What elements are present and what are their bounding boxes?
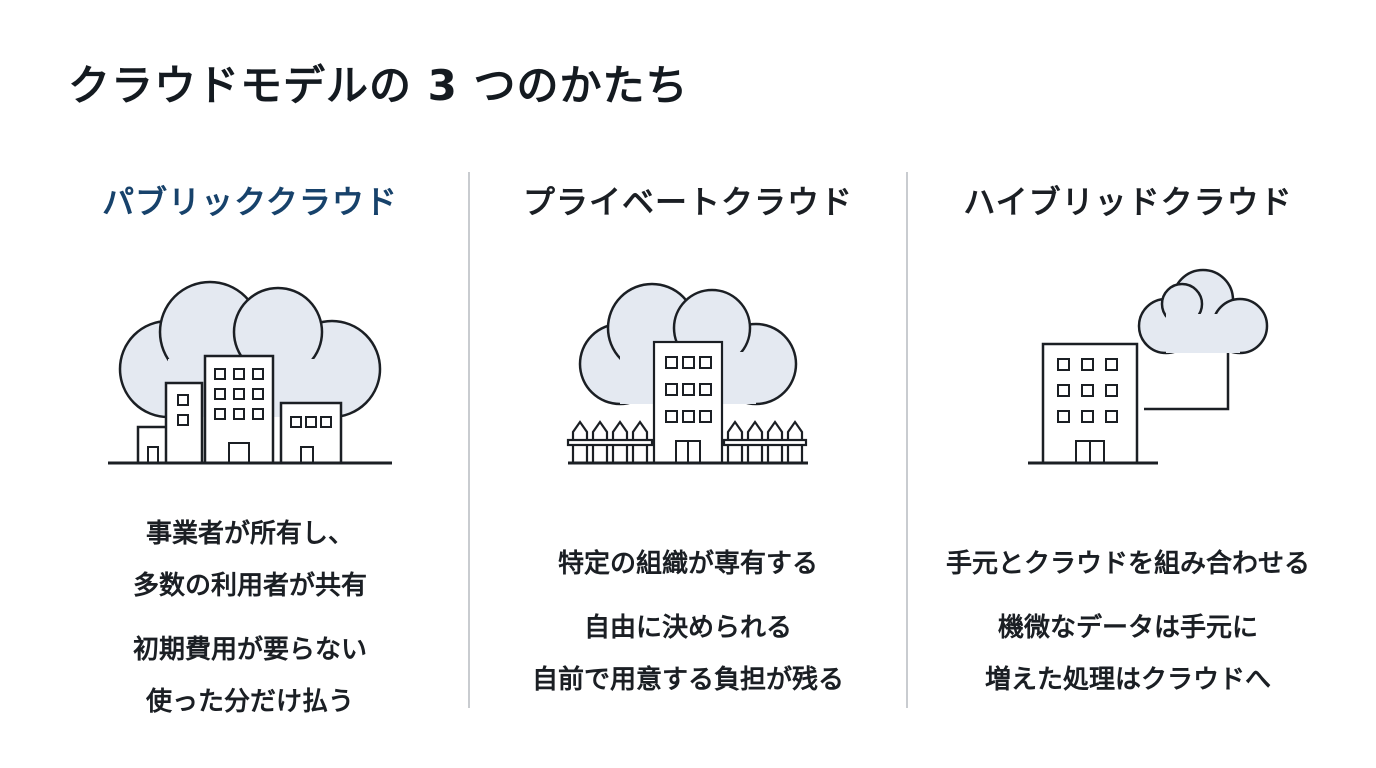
description-line: 多数の利用者が共有 [132, 571, 367, 601]
column-divider [468, 172, 470, 708]
fenced-building-cloud-icon [566, 282, 808, 465]
description-line: 機微なデータは手元に [997, 613, 1258, 643]
column-private-cloud: プライベートクラウド 特 [480, 170, 896, 730]
cloud-over-city-icon [108, 280, 392, 465]
description-line: 手元とクラウドを組み合わせる [945, 549, 1310, 579]
description-line: 自前で用意する負担が残る [531, 665, 844, 695]
column-divider [906, 172, 908, 708]
column-description: 手元とクラウドを組み合わせる 機微なデータは手元に 増えた処理はクラウドへ [918, 538, 1338, 706]
description-line: 自由に決められる [583, 613, 792, 643]
column-description: 事業者が所有し、 多数の利用者が共有 初期費用が要らない 使った分だけ払う [40, 508, 460, 728]
column-description: 特定の組織が専有する 自由に決められる 自前で用意する負担が残る [480, 538, 896, 706]
page-title: クラウドモデルの 3 つのかたち [68, 61, 689, 110]
column-title: ハイブリッドクラウド [963, 183, 1293, 221]
description-line: 使った分だけ払う [145, 687, 354, 717]
column-hybrid-cloud: ハイブリッドクラウド 手元とクラウドを組み合わせる 機微なデータは手元に 増えた… [918, 170, 1338, 730]
column-title: パブリッククラウド [102, 183, 398, 221]
description-line: 増えた処理はクラウドへ [984, 665, 1271, 695]
description-line: 特定の組織が専有する [557, 549, 818, 579]
building-linked-cloud-icon [1028, 268, 1269, 465]
column-title: プライベートクラウド [522, 183, 853, 221]
description-line: 初期費用が要らない [132, 635, 367, 665]
description-line: 事業者が所有し、 [145, 519, 354, 549]
column-public-cloud: パブリッククラウド 事業者が所有し、 多数の利用者が共有 [40, 170, 460, 730]
